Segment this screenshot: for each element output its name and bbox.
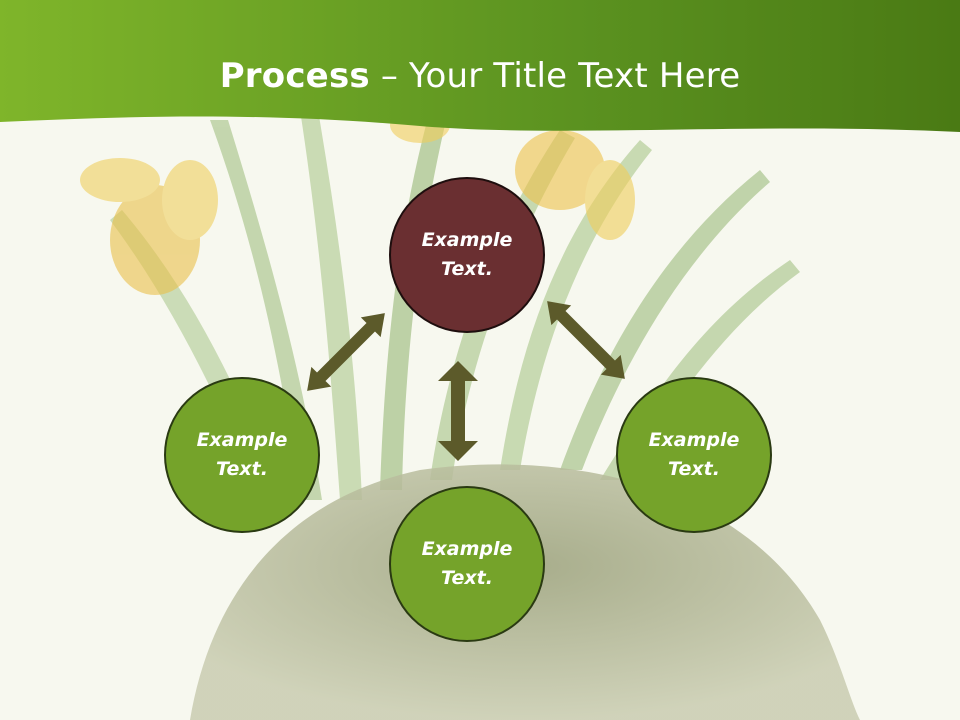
node-right: Example Text. bbox=[616, 377, 772, 533]
title-rest: – Your Title Text Here bbox=[369, 56, 741, 96]
header-band bbox=[0, 0, 960, 132]
node-top: Example Text. bbox=[389, 177, 545, 333]
arrows bbox=[307, 301, 625, 461]
node-bottom-label: Example Text. bbox=[421, 538, 513, 589]
arrow-top-right bbox=[547, 301, 625, 379]
node-left: Example Text. bbox=[164, 377, 320, 533]
node-right-label: Example Text. bbox=[648, 429, 740, 480]
node-left-label: Example Text. bbox=[196, 429, 288, 480]
arrow-vertical bbox=[438, 361, 478, 461]
node-bottom: Example Text. bbox=[389, 486, 545, 642]
slide-title: Process – Your Title Text Here bbox=[0, 48, 960, 104]
arrow-top-left bbox=[307, 313, 385, 391]
title-bold: Process bbox=[219, 56, 370, 96]
flower-decoration bbox=[80, 107, 635, 295]
node-top-label: Example Text. bbox=[421, 229, 513, 280]
